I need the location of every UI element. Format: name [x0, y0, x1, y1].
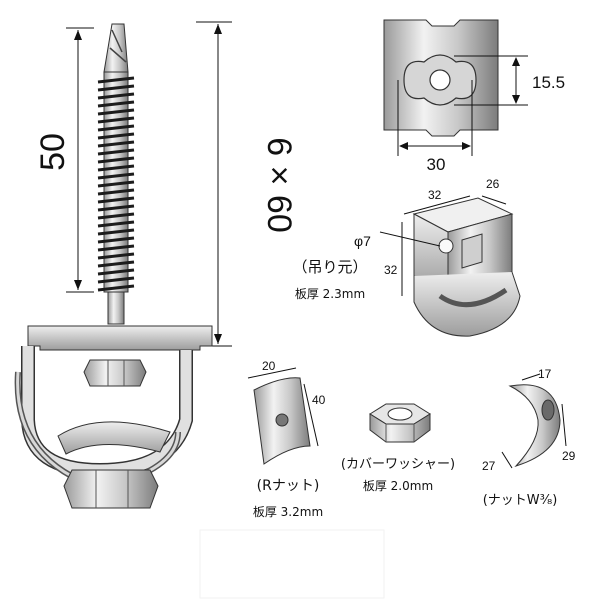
- thread-line: [97, 116, 135, 124]
- hanger-name: （吊り元）: [292, 258, 367, 276]
- thread-line: [97, 212, 135, 220]
- thread-line: [97, 92, 135, 100]
- length-dimension: 50: [34, 27, 94, 293]
- thread-line: [97, 172, 135, 180]
- washer-thickness: 板厚 2.0mm: [363, 479, 433, 493]
- hanger-assembly: [14, 325, 213, 509]
- hanger-top-view: 15.5 30: [383, 19, 565, 174]
- thread-line: [97, 276, 135, 284]
- rnut-width-label: 20: [262, 359, 276, 373]
- bottom-nut: [63, 469, 159, 509]
- spec-dimension: 6 × 60: [196, 21, 298, 347]
- rnut-name: (Rナット): [257, 478, 320, 494]
- thread-line: [97, 100, 135, 108]
- thread-line: [97, 252, 135, 260]
- thread-line: [97, 180, 135, 188]
- thread-line: [97, 268, 135, 276]
- hanger-height-label: 32: [384, 263, 398, 277]
- hanger-perspective: 32 26 32 φ7 （吊り元） 板厚 2.3mm: [292, 177, 521, 337]
- thread-line: [97, 148, 135, 156]
- thread-line: [97, 140, 135, 148]
- nutw-length-label: 29: [562, 449, 576, 463]
- bottom-panel: [199, 529, 385, 599]
- thread-line: [97, 244, 135, 252]
- nutw-width-label: 17: [538, 367, 552, 381]
- thread-line: [97, 164, 135, 172]
- thread-line: [97, 124, 135, 132]
- drill-screw: 50 6 × 60: [34, 21, 298, 347]
- thread-line: [97, 84, 135, 92]
- thread-line: [97, 132, 135, 140]
- washer-name: (カバーワッシャー): [341, 457, 455, 472]
- thread-line: [97, 236, 135, 244]
- hanger-width-label: 32: [428, 188, 442, 202]
- thread-line: [97, 284, 135, 292]
- rnut-height-label: 40: [312, 393, 326, 407]
- drill-tip: [103, 23, 129, 73]
- r-nut: 20 40 (Rナット) 板厚 3.2mm: [247, 359, 326, 519]
- hanger-thickness: 板厚 2.3mm: [295, 287, 365, 301]
- screw-threads: [97, 76, 135, 292]
- spec-label: 6 × 60: [260, 137, 298, 232]
- rnut-thickness: 板厚 3.2mm: [253, 505, 323, 519]
- thread-line: [97, 196, 135, 204]
- thread-line: [97, 228, 135, 236]
- inner-nut: [83, 359, 147, 387]
- nutw-name: (ナットW³⁄₈): [483, 493, 558, 508]
- nut-w: 17 29 27 (ナットW³⁄₈): [482, 367, 576, 508]
- hole-diameter-label: φ7: [354, 233, 371, 249]
- thread-line: [97, 220, 135, 228]
- thread-line: [97, 204, 135, 212]
- length-label: 50: [34, 133, 72, 171]
- thread-line: [97, 260, 135, 268]
- thread-line: [97, 156, 135, 164]
- cover-washer: (カバーワッシャー) 板厚 2.0mm: [341, 403, 455, 493]
- nutw-depth-label: 27: [482, 459, 496, 473]
- hanger-depth-label: 26: [486, 177, 500, 191]
- thread-line: [97, 76, 135, 84]
- thread-line: [97, 188, 135, 196]
- top-width-label: 30: [427, 155, 446, 174]
- thread-line: [97, 108, 135, 116]
- top-height-label: 15.5: [532, 73, 565, 92]
